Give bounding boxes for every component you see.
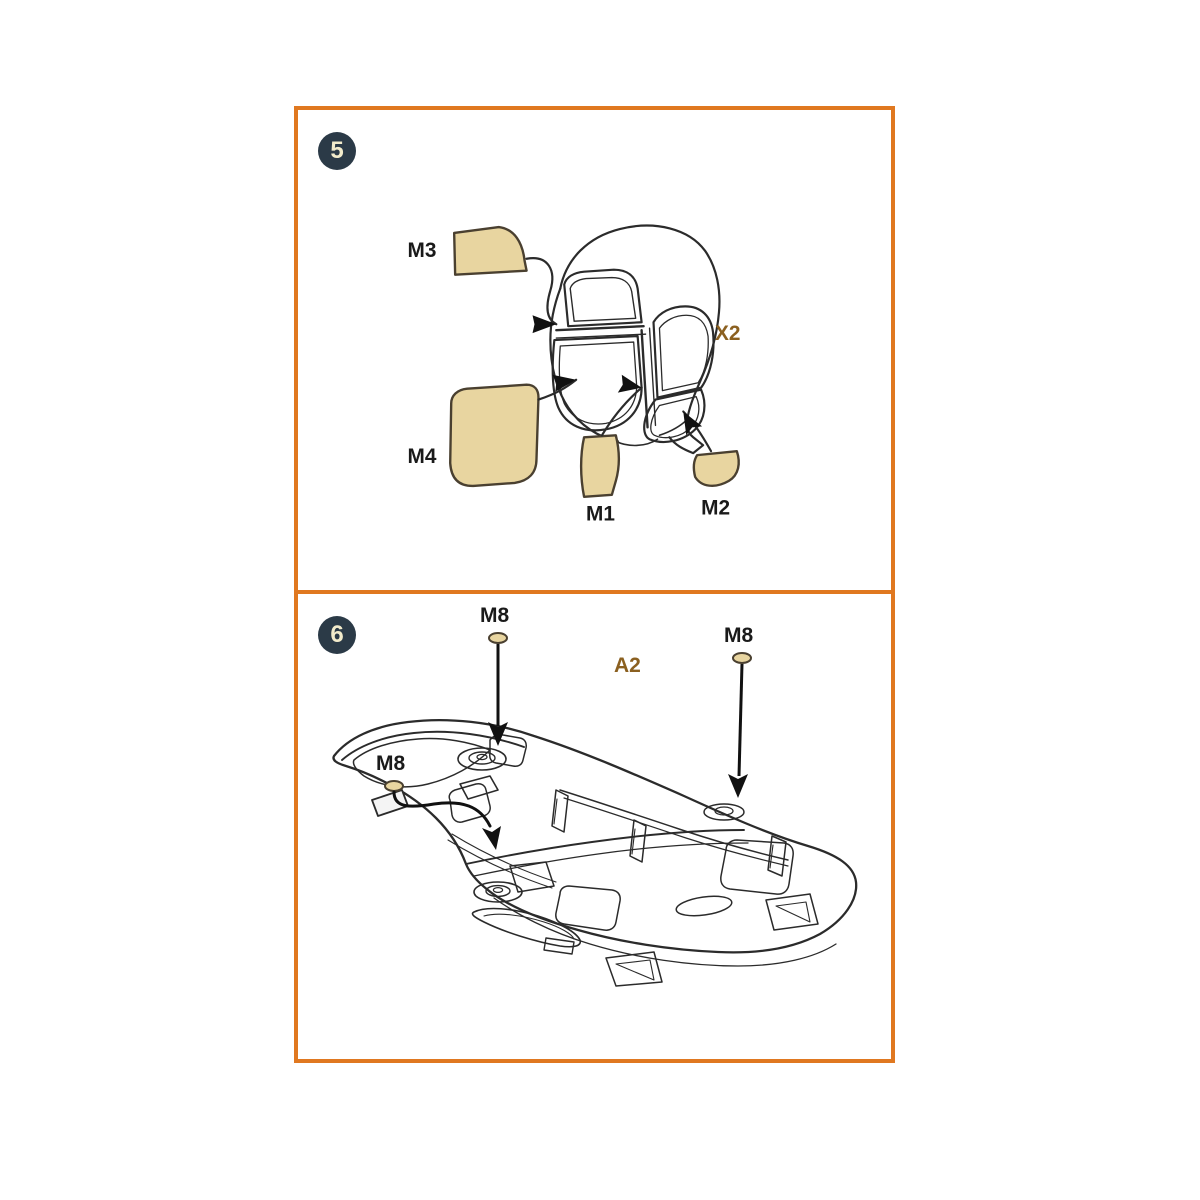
canopy-frame-drawing xyxy=(549,224,721,455)
mask-part-m2 xyxy=(692,449,740,487)
part-label-m8-top-right: M8 xyxy=(724,624,753,647)
mask-part-m8-top-left xyxy=(488,632,508,644)
step6-diagram: A2 M8 M8 M8 xyxy=(332,604,858,987)
leader-line-m1 xyxy=(600,386,643,437)
instruction-sheet: 5 xyxy=(294,106,895,1063)
part-label-m1: M1 xyxy=(586,503,615,526)
part-label-m8-lower-left: M8 xyxy=(376,752,405,775)
leader-line-m8-top-right xyxy=(737,663,744,777)
step-number-badge-6: 6 xyxy=(318,616,356,654)
leader-line-m3 xyxy=(525,257,558,326)
step-panel-6: 6 xyxy=(298,594,891,1059)
part-label-m2: M2 xyxy=(701,497,730,520)
part-label-m8-top-left: M8 xyxy=(480,604,509,627)
mask-part-m8-lower-left xyxy=(384,780,404,792)
leader-arrow-m1 xyxy=(617,374,642,393)
leader-line-m4 xyxy=(537,378,578,401)
leader-arrow-m3 xyxy=(532,315,557,334)
reference-label-x2: X2 xyxy=(715,322,740,345)
part-label-m4: M4 xyxy=(408,445,437,468)
fuselage-underside-drawing xyxy=(332,718,858,987)
part-label-m3: M3 xyxy=(408,239,437,262)
leader-line-m8-lower-left xyxy=(392,790,492,828)
mask-part-m8-top-right xyxy=(732,652,752,664)
reference-label-a2: A2 xyxy=(614,654,641,677)
mask-part-m3 xyxy=(452,225,528,276)
step-number-badge-5: 5 xyxy=(318,132,356,170)
step-panel-5: 5 xyxy=(298,110,891,594)
mask-part-m4 xyxy=(449,383,540,488)
step5-diagram: X2 M3 M4 M1 xyxy=(408,224,740,526)
leader-arrow-m2 xyxy=(683,411,703,436)
leader-arrow-m8-top-left xyxy=(488,722,508,746)
mask-part-m1 xyxy=(579,434,620,498)
leader-arrow-m8-top-right xyxy=(728,774,748,798)
leader-arrow-m4 xyxy=(552,374,577,392)
leader-arrow-m8-lower-left xyxy=(482,826,501,850)
